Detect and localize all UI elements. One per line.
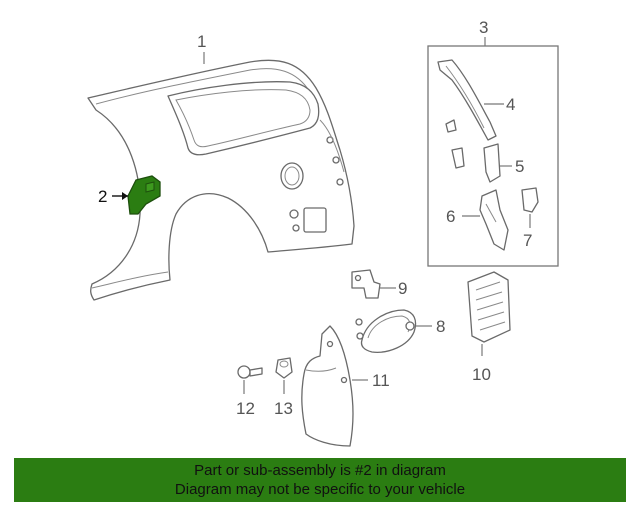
callout-11: 11 bbox=[372, 371, 390, 390]
callout-1: 1 bbox=[197, 32, 206, 51]
bracket-part-5[interactable] bbox=[483, 143, 501, 183]
vent-louver-part-10[interactable] bbox=[467, 271, 511, 343]
callout-6: 6 bbox=[446, 207, 455, 226]
info-banner: Part or sub-assembly is #2 in diagram Di… bbox=[14, 458, 626, 502]
callout-12: 12 bbox=[236, 399, 255, 418]
small-bracket bbox=[445, 119, 457, 133]
callout-7: 7 bbox=[523, 231, 532, 250]
banner-line-1: Part or sub-assembly is #2 in diagram bbox=[194, 462, 446, 479]
callout-10: 10 bbox=[472, 365, 491, 384]
callout-2: 2 bbox=[98, 187, 107, 206]
callout-9: 9 bbox=[398, 279, 407, 298]
clip-part-13[interactable] bbox=[275, 357, 293, 379]
quarter-panel-part-1[interactable] bbox=[87, 59, 355, 301]
bracket-part-6[interactable] bbox=[479, 189, 509, 251]
fuel-door-part-8[interactable] bbox=[355, 309, 417, 353]
hinge-part-9[interactable] bbox=[351, 269, 381, 299]
screw-part-12[interactable] bbox=[237, 365, 263, 379]
callout-4: 4 bbox=[506, 95, 515, 114]
parts-diagram: 1 2 3 4 5 6 7 9 bbox=[87, 18, 559, 447]
pillar-reinforcement-part-4[interactable] bbox=[437, 59, 497, 141]
callout-3: 3 bbox=[479, 18, 488, 37]
banner-line-2: Diagram may not be specific to your vehi… bbox=[174, 481, 466, 498]
bracket-part-7[interactable] bbox=[521, 187, 539, 213]
callout-13: 13 bbox=[274, 399, 293, 418]
assembly-box-part-3 bbox=[427, 45, 559, 267]
mud-flap-part-11[interactable] bbox=[301, 325, 354, 447]
arrow-2 bbox=[122, 192, 128, 200]
callout-8: 8 bbox=[436, 317, 445, 336]
small-bracket bbox=[451, 147, 465, 169]
callout-5: 5 bbox=[515, 157, 524, 176]
highlighted-part-2[interactable] bbox=[127, 175, 161, 215]
